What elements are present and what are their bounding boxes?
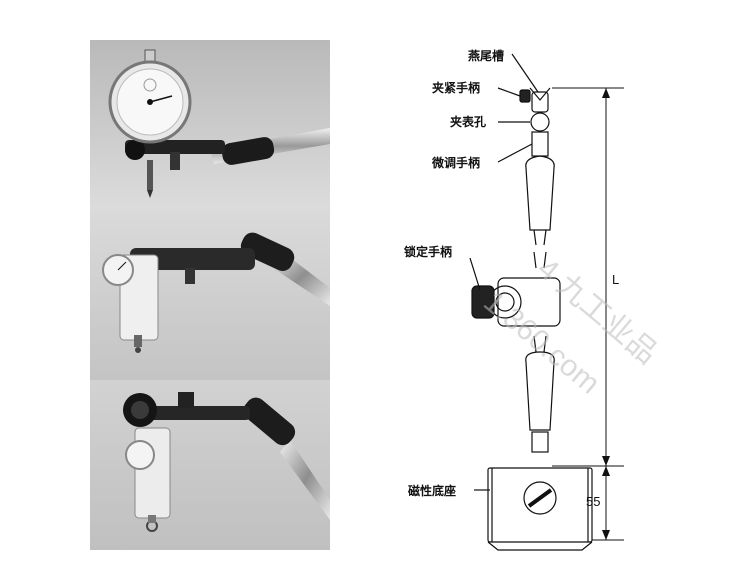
photo-dial-indicator — [90, 40, 330, 210]
holder-diagram: 燕尾槽 夹紧手柄 夹表孔 微调手柄 锁定手柄 磁性底座 L 55 4 九工业品 … — [404, 48, 663, 551]
photo-lever-indicator — [90, 210, 330, 380]
magnetic-holder-icon — [90, 380, 330, 550]
lever-indicator-icon — [90, 210, 330, 380]
dimension-base-height: 55 — [586, 494, 600, 509]
label-clamp-handle: 夹紧手柄 — [432, 80, 480, 95]
label-dovetail-slot: 燕尾槽 — [468, 48, 504, 63]
photo-magnetic-holder — [90, 380, 330, 550]
dial-indicator-icon — [90, 40, 330, 210]
dimension-total-length: L — [612, 272, 619, 287]
label-gauge-hole: 夹表孔 — [450, 114, 486, 129]
label-fine-adjust-handle: 微调手柄 — [431, 155, 480, 170]
label-lock-handle: 锁定手柄 — [404, 244, 452, 259]
label-magnetic-base: 磁性底座 — [407, 483, 456, 498]
watermark: 4 九工业品 1.360.com — [477, 252, 663, 400]
